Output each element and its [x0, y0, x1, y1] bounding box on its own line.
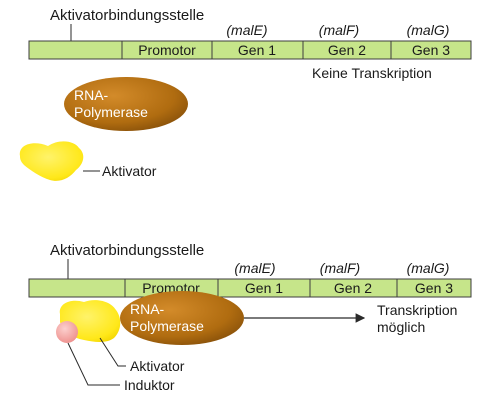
bottom-gene3-label: Gen 3: [415, 280, 453, 296]
top-gene3-name: (malG): [407, 22, 450, 38]
top-gene1-name: (malE): [226, 22, 267, 38]
top-polymerase-label-line2: Polymerase: [74, 104, 148, 120]
bottom-binding-site-segment: [28, 278, 126, 298]
top-rna-polymerase: [64, 77, 188, 131]
bottom-status-line2: möglich: [377, 319, 425, 335]
top-activator: [19, 141, 84, 181]
top-promoter-label: Promotor: [138, 42, 196, 58]
top-panel: Aktivatorbindungsstelle (malE) (malF) (m…: [19, 7, 472, 181]
bottom-gene3-segment: [396, 278, 472, 298]
bottom-polymerase-label-line1: RNA-: [130, 301, 165, 317]
bottom-status-line1: Transkription: [377, 302, 457, 318]
top-polymerase-label-line1: RNA-: [74, 87, 109, 103]
bottom-inductor: [56, 321, 78, 343]
top-gene1-label: Gen 1: [238, 42, 276, 58]
bottom-polymerase-label-line2: Polymerase: [130, 318, 204, 334]
bottom-binding-site-label: Aktivatorbindungsstelle: [50, 242, 204, 259]
bottom-dna-strand: [28, 278, 472, 298]
top-gene2-name: (malF): [319, 22, 359, 38]
bottom-activator-leader: [99, 337, 126, 367]
bottom-inductor-leader: [67, 342, 120, 386]
top-gene3-label: Gen 3: [412, 42, 450, 58]
bottom-panel: Aktivatorbindungsstelle (malE) (malF) (m…: [28, 242, 472, 393]
bottom-rna-polymerase: [120, 291, 244, 345]
top-gene3-segment: [390, 40, 472, 60]
top-gene2-label: Gen 2: [328, 42, 366, 58]
bottom-gene3-name: (malG): [407, 260, 450, 276]
bottom-gene2-label: Gen 2: [334, 280, 372, 296]
top-activator-label: Aktivator: [102, 163, 157, 179]
top-binding-site-segment: [28, 40, 123, 60]
top-status-label: Keine Transkription: [312, 65, 432, 81]
bottom-gene1-label: Gen 1: [245, 280, 283, 296]
bottom-inductor-label: Induktor: [124, 377, 175, 393]
bottom-gene1-name: (malE): [234, 260, 275, 276]
top-binding-site-label: Aktivatorbindungsstelle: [50, 7, 204, 24]
bottom-gene2-name: (malF): [320, 260, 360, 276]
top-dna-strand: [28, 40, 472, 60]
bottom-activator-label: Aktivator: [130, 358, 185, 374]
